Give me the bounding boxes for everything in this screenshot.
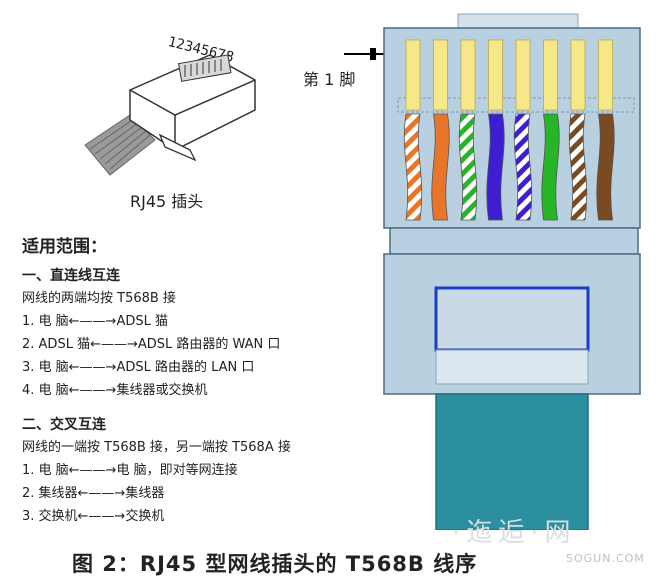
contact-blade-2 bbox=[433, 39, 448, 111]
wire-green bbox=[541, 113, 560, 221]
wire-brown bbox=[596, 113, 615, 221]
pin1-label: 第 1 脚 bbox=[303, 70, 356, 89]
plug-label: RJ45 插头 bbox=[130, 192, 204, 211]
section2-item: 2. 集线器←——→集线器 bbox=[22, 486, 165, 501]
wire-white-orange bbox=[403, 113, 423, 221]
contact-blade-3 bbox=[460, 39, 476, 111]
section1-item: 4. 电 脑←——→集线器或交换机 bbox=[22, 383, 208, 398]
section2-title: 二、交叉互连 bbox=[22, 417, 106, 433]
section1-item: 2. ADSL 猫←——→ADSL 路由器的 WAN 口 bbox=[22, 337, 281, 352]
section2-item: 1. 电 脑←——→电 脑，即对等网连接 bbox=[22, 463, 238, 478]
contact-blade-5 bbox=[515, 39, 531, 111]
contact-blade-6 bbox=[543, 39, 558, 111]
section1-item: 1. 电 脑←——→ADSL 猫 bbox=[22, 314, 168, 329]
section1-item: 3. 电 脑←——→ADSL 路由器的 LAN 口 bbox=[22, 360, 255, 375]
contact-blade-4 bbox=[488, 39, 503, 111]
contact-blade-7 bbox=[570, 39, 586, 111]
wire-orange bbox=[431, 113, 450, 221]
watermark-script: ·迤逅·网 bbox=[452, 518, 577, 548]
t568b-connector-diagram bbox=[344, 13, 641, 530]
section2-item: 3. 交换机←——→交换机 bbox=[22, 509, 165, 524]
section1-title: 一、直连线互连 bbox=[22, 268, 120, 284]
watermark-url: SOGUN.COM bbox=[566, 552, 645, 565]
scope-title: 适用范围： bbox=[22, 237, 107, 257]
wire-white-blue bbox=[513, 113, 533, 221]
wire-white-green bbox=[458, 113, 478, 221]
contact-blade-1 bbox=[405, 39, 421, 111]
contact-blade-8 bbox=[598, 39, 613, 111]
figure-caption: 图 2：RJ45 型网线插头的 T568B 线序 bbox=[72, 552, 478, 576]
wire-blue bbox=[486, 113, 505, 221]
rj45-plug-illustration bbox=[84, 54, 256, 176]
section2-rule: 网线的一端按 T568B 接，另一端按 T568A 接 bbox=[22, 440, 291, 455]
wire-white-brown bbox=[568, 113, 588, 221]
section1-rule: 网线的两端均按 T568B 接 bbox=[22, 291, 176, 306]
